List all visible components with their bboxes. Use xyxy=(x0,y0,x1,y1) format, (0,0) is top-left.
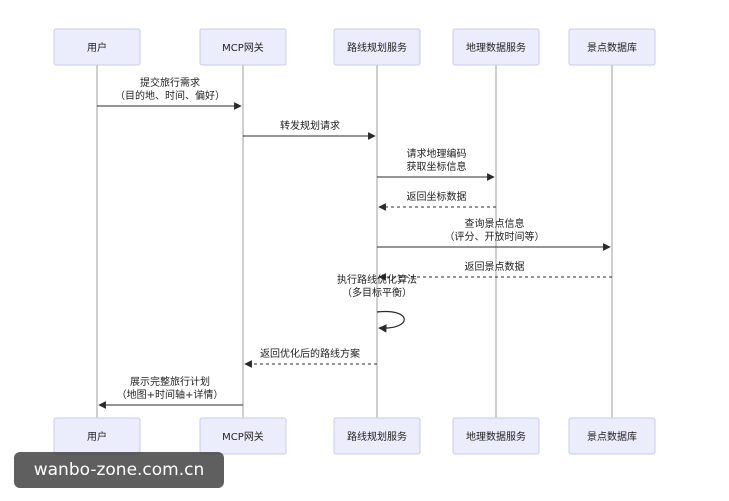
participant-label-route-bottom: 路线规划服务 xyxy=(347,430,407,443)
message-label-8-line-1: 返回优化后的路线方案 xyxy=(260,347,360,360)
message-label-1-line-1: 提交旅行需求 xyxy=(140,76,200,89)
message-label-4-line-1: 返回坐标数据 xyxy=(407,190,467,203)
participant-box-poi-bottom xyxy=(568,417,656,455)
participant-label-gateway-bottom: MCP网关 xyxy=(222,430,264,443)
participant-label-geo-bottom: 地理数据服务 xyxy=(466,430,526,443)
participant-box-gateway-bottom xyxy=(199,417,287,455)
participant-label-route-top: 路线规划服务 xyxy=(347,41,407,54)
participant-box-geo-bottom xyxy=(452,417,540,455)
participant-box-poi-top xyxy=(568,28,656,66)
message-label-9-line-1: 展示完整旅行计划 xyxy=(130,375,210,388)
message-label-2-line-1: 转发规划请求 xyxy=(280,119,340,132)
participant-box-user-top xyxy=(53,28,141,66)
participant-label-user-top: 用户 xyxy=(87,41,107,54)
participant-label-user-bottom: 用户 xyxy=(87,430,107,443)
message-label-1-line-2: （目的地、时间、偏好） xyxy=(115,89,225,102)
watermark: wanbo-zone.com.cn xyxy=(14,452,224,488)
message-arrow-7 xyxy=(376,310,405,333)
message-label-6-line-1: 返回景点数据 xyxy=(465,260,525,273)
message-label-9-line-2: （地图+时间轴+详情） xyxy=(117,388,224,401)
participant-label-poi-bottom: 景点数据库 xyxy=(587,430,637,443)
participant-box-gateway-top xyxy=(199,28,287,66)
participant-box-geo-top xyxy=(452,28,540,66)
message-label-7-line-1: 执行路线优化算法 xyxy=(337,273,417,286)
message-label-7-line-2: （多目标平衡） xyxy=(342,286,412,299)
participant-label-geo-top: 地理数据服务 xyxy=(466,41,526,54)
participant-box-route-top xyxy=(333,28,421,66)
message-label-5-line-1: 查询景点信息 xyxy=(465,217,525,230)
participant-box-route-bottom xyxy=(333,417,421,455)
participant-label-gateway-top: MCP网关 xyxy=(222,41,264,54)
message-label-5-line-2: （评分、开放时间等） xyxy=(445,230,545,243)
message-label-3-line-2: 获取坐标信息 xyxy=(407,160,467,173)
message-label-3-line-1: 请求地理编码 xyxy=(407,147,467,160)
participant-label-poi-top: 景点数据库 xyxy=(587,41,637,54)
